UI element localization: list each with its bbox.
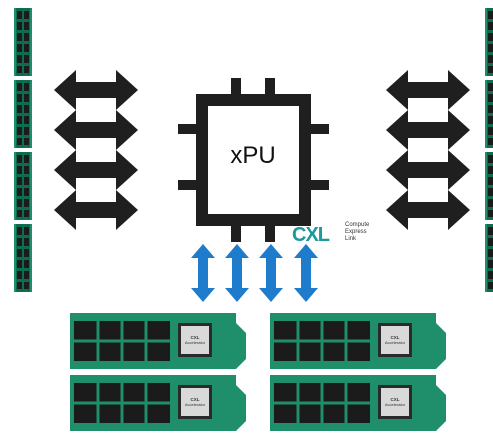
- memory-module: [14, 224, 32, 292]
- bidirectional-arrow-icon: [54, 110, 138, 150]
- memory-module: [485, 152, 493, 220]
- right-memory-modules: [485, 8, 493, 292]
- accelerator-cards: CXL Accelerator CXL Accelerator CXL Acce…: [68, 311, 448, 433]
- chip-sublabel: Accelerator: [185, 402, 206, 407]
- bidirectional-arrow-icon: [386, 150, 470, 190]
- bidirectional-arrow-icon: [386, 190, 470, 230]
- chip-label: CXL: [391, 397, 400, 402]
- chip-sublabel: Accelerator: [185, 340, 206, 345]
- chip-sublabel: Accelerator: [385, 402, 406, 407]
- cxl-logo-mark: CXL: [292, 224, 330, 246]
- bidirectional-arrow-icon: [386, 70, 470, 110]
- memory-module: [14, 8, 32, 76]
- cxl-tagline-express: Express: [345, 229, 367, 235]
- bidirectional-arrow-icon: [54, 190, 138, 230]
- accelerator-card: CXL Accelerator: [268, 311, 448, 371]
- chip-label: CXL: [191, 335, 200, 340]
- chip-label: CXL: [191, 397, 200, 402]
- memory-module: [485, 224, 493, 292]
- accelerator-card: CXL Accelerator: [268, 373, 448, 433]
- xpu-chip: xPU: [178, 78, 329, 242]
- chip-label: CXL: [391, 335, 400, 340]
- chip-sublabel: Accelerator: [385, 340, 406, 345]
- bidirectional-arrow-icon: [54, 70, 138, 110]
- vertical-arrows: [191, 244, 318, 302]
- right-arrows: [386, 70, 470, 230]
- memory-module: [14, 152, 32, 220]
- vertical-bidirectional-arrow-icon: [259, 244, 283, 302]
- left-arrows: [54, 70, 138, 230]
- vertical-bidirectional-arrow-icon: [225, 244, 249, 302]
- cxl-tagline-compute: Compute: [345, 222, 370, 228]
- memory-module: [485, 8, 493, 76]
- memory-module: [485, 80, 493, 148]
- xpu-label: xPU: [230, 142, 275, 169]
- left-memory-modules: [14, 8, 32, 292]
- accelerator-card: CXL Accelerator: [68, 311, 248, 371]
- cxl-logo: CXL Compute Express Link: [292, 222, 370, 246]
- bidirectional-arrow-icon: [386, 110, 470, 150]
- cxl-tagline-link: Link: [345, 236, 357, 242]
- vertical-bidirectional-arrow-icon: [191, 244, 215, 302]
- accelerator-card: CXL Accelerator: [68, 373, 248, 433]
- bidirectional-arrow-icon: [54, 150, 138, 190]
- vertical-bidirectional-arrow-icon: [294, 244, 318, 302]
- memory-module: [14, 80, 32, 148]
